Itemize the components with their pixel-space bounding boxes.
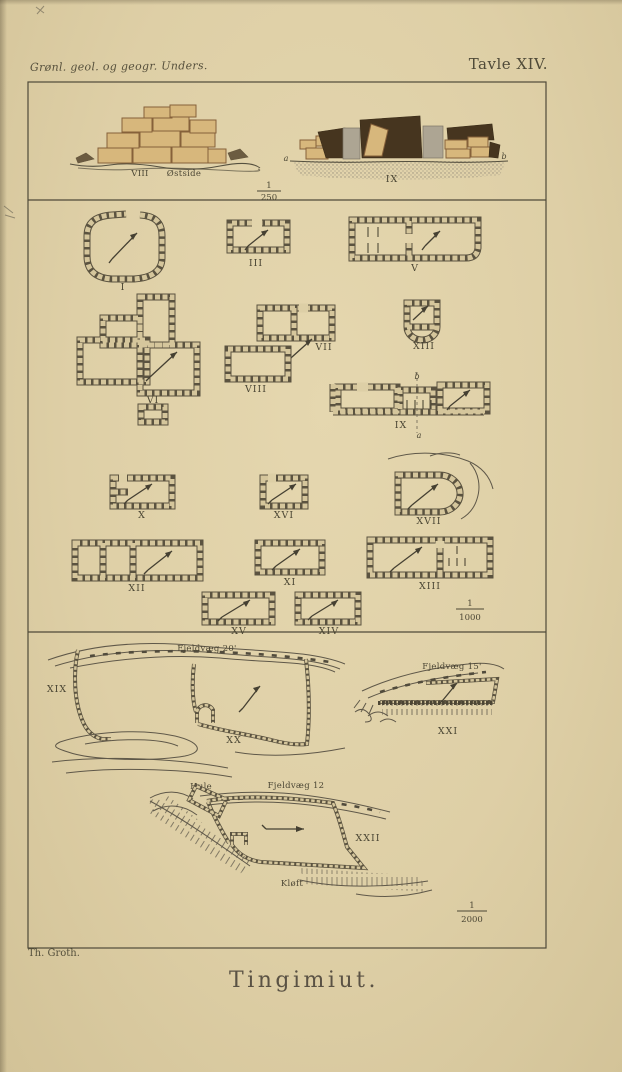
plan-xi: XI — [258, 543, 322, 588]
plan-xvi: XVI — [263, 473, 305, 521]
plan-iii: III — [230, 223, 287, 269]
scale-2000-denominator: 2000 — [461, 915, 483, 925]
plan-xi-label: XI — [284, 577, 297, 588]
elevation-viii-side-label: Østside — [167, 168, 201, 179]
kloft-label: Kløft — [281, 879, 304, 889]
elevation-letter-b: b — [501, 152, 506, 161]
plan-xiv-label: XIV — [319, 626, 339, 637]
plan-vi: VI — [80, 297, 197, 422]
plate-title: Tingimiut. — [229, 968, 379, 993]
plan-x: X — [113, 473, 172, 521]
scale-1-2000: 1 2000 — [457, 901, 487, 925]
elevation-viii-label: VIII — [130, 169, 148, 179]
scale-250-numerator: 1 — [266, 181, 271, 191]
plan-iii-label: III — [249, 258, 263, 269]
plan-v-label: V — [410, 263, 419, 274]
engraver-signature: Th. Groth. — [28, 948, 80, 959]
plan-vii: VII — [260, 303, 333, 362]
plan-xix: XIX — [47, 648, 113, 741]
plan-xii: XII — [75, 543, 200, 594]
plan-xxii: XXII Kløft — [148, 784, 433, 898]
plan-xv-label: XV — [231, 626, 247, 637]
plan-xvii: XVII — [387, 452, 494, 527]
elevation-letter-a: a — [284, 154, 289, 163]
plan-xiii-long: XIII — [370, 540, 490, 592]
plan-xiii-long-label: XIII — [419, 581, 441, 592]
plan-vii-label: VII — [314, 342, 332, 353]
fjeldvaeg-12-label: Fjeldvæg 12 — [268, 781, 325, 791]
scan-edge-left — [0, 0, 7, 1072]
scan-edge-top — [0, 0, 622, 5]
plan-xiv: XIV — [298, 595, 358, 637]
plan-ix: b a IX — [333, 372, 487, 440]
plan-xx-label: XX — [226, 735, 242, 746]
plan-x-label: X — [138, 510, 146, 521]
scale-1-1000: 1 1000 — [456, 599, 484, 623]
plan-i-label: I — [121, 282, 126, 293]
plan-xiii-shield: XIII — [407, 303, 437, 352]
plan-ix-letter-top: b — [414, 372, 419, 381]
scale-1-250: 1 250 — [257, 181, 281, 203]
plate-number: Tavle XIV. — [468, 55, 548, 73]
elevation-viii: VIII Østside — [69, 104, 261, 179]
plan-viii: VIII — [228, 349, 288, 395]
elevation-ix-label: IX — [386, 174, 399, 185]
plate-frame — [27, 81, 547, 949]
plan-vi-label: VI — [146, 395, 160, 406]
plan-xvi-label: XVI — [274, 510, 294, 521]
scale-250-denominator: 250 — [261, 193, 277, 203]
elevation-ix: a b IX — [284, 115, 509, 185]
plan-ix-letter-bottom: a — [417, 431, 422, 440]
plan-v: V — [352, 220, 478, 274]
plan-xxi-label: XXI — [438, 726, 458, 737]
plan-i: I — [87, 214, 162, 293]
rock-sketch-xvii — [387, 452, 494, 520]
plan-xiii-shield-label: XIII — [413, 341, 435, 352]
scale-1000-numerator: 1 — [467, 599, 472, 609]
plan-xx: XX — [190, 657, 311, 747]
plan-xxii-label: XXII — [355, 833, 380, 844]
fjeldvaeg-20-label: Fjeldvæg 20' — [177, 644, 236, 654]
scale-1000-denominator: 1000 — [459, 613, 481, 623]
plan-xix-label: XIX — [47, 684, 67, 695]
plan-viii-label: VIII — [244, 384, 267, 395]
plan-xv: XV — [205, 595, 272, 637]
scan-artifacts — [3, 5, 45, 219]
fjeldvaeg-15-label: Fjeldvæg 15' — [422, 662, 481, 672]
plan-ix-label: IX — [395, 420, 408, 431]
plan-xxi: XXI — [378, 677, 499, 737]
scale-2000-numerator: 1 — [469, 901, 474, 911]
plan-xii-label: XII — [128, 583, 145, 594]
shore-sketch-left — [51, 731, 346, 778]
plan-xvii-label: XVII — [416, 516, 441, 527]
